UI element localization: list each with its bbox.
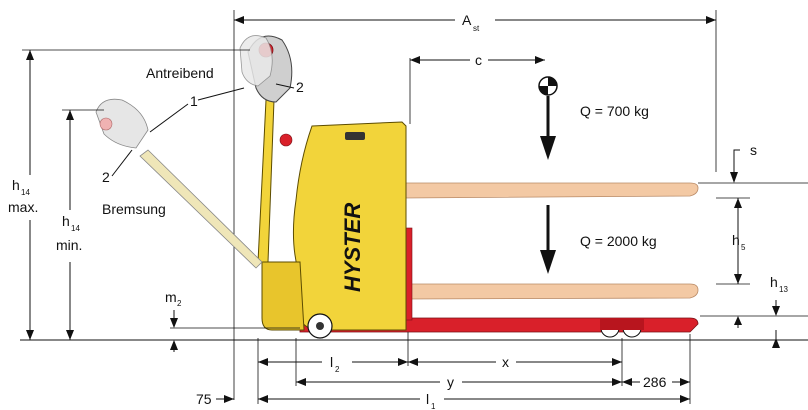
l1-label: l: [426, 391, 429, 407]
x-arrow-right: [612, 358, 622, 366]
m2-sub: 2: [177, 299, 182, 308]
h13-label: h: [770, 274, 778, 290]
a-st-label: A: [462, 12, 472, 28]
callout-2-left-leader: [111, 149, 133, 177]
load-wheel-bogie: [600, 318, 644, 330]
y-arrow-left: [296, 378, 306, 386]
h14-min-sub: 14: [71, 224, 80, 233]
l2-sub: 2: [335, 365, 340, 374]
h5-arrow-top: [734, 198, 742, 208]
s-leader: [733, 149, 740, 176]
h13-leader-arrow: [772, 306, 780, 316]
tiller-arm-ghost-low: [139, 149, 263, 269]
tiller-head-ghost-top: [239, 35, 273, 87]
lower-fork: [403, 283, 699, 300]
l1-arrow-right: [680, 395, 690, 403]
ground-ref-arrow: [772, 338, 780, 348]
l2-label: l: [330, 354, 333, 370]
tiller-upright: [257, 99, 275, 263]
callout-2-right-label: 2: [296, 79, 304, 95]
a-st-arrow-left: [234, 16, 244, 24]
l2-arrow-right: [398, 358, 408, 366]
emergency-button-icon: [279, 133, 293, 147]
callout-1-leader-b: [149, 103, 189, 133]
bremsung-label: Bremsung: [102, 201, 166, 217]
callout-2-left-label: 2: [102, 169, 110, 185]
h14-min-suffix: min.: [56, 237, 82, 253]
m2-arrow-bottom: [170, 340, 178, 350]
h5-label: h: [732, 232, 740, 248]
center-of-gravity-icon: [538, 76, 558, 96]
h14-max-arrow-bottom: [26, 330, 34, 340]
load-arrow-bottom-head: [540, 250, 556, 274]
c-arrow-right: [535, 56, 545, 64]
x-label: x: [502, 354, 509, 370]
dim-75-label: 75: [196, 391, 212, 407]
upper-fork: [403, 182, 699, 199]
drive-wheel-hub: [316, 322, 324, 330]
truck-top-handle: [345, 132, 365, 140]
y-label: y: [447, 374, 454, 390]
h5-sub: 5: [741, 243, 746, 252]
dim-286-label: 286: [643, 374, 667, 390]
h5-arrow-bottom: [734, 274, 742, 284]
dim-286-arrow-left: [622, 378, 632, 386]
callout-2-right-leader: [275, 83, 295, 89]
brand-logo-text: HYSTER: [340, 203, 365, 292]
a-st-arrow-right: [706, 16, 716, 24]
h14-max-label: h: [12, 177, 20, 193]
c-arrow-left: [410, 56, 420, 64]
callout-1-leader-a: [197, 87, 245, 101]
h14-max-arrow-top: [26, 50, 34, 60]
dim-286-arrow-right: [680, 378, 690, 386]
h13-arrow: [734, 316, 742, 325]
truck-base-housing: [261, 261, 305, 331]
load-arrow-top-head: [540, 136, 556, 160]
c-label: c: [475, 52, 482, 68]
dim-75-arrow-left: [224, 395, 234, 403]
h14-min-arrow-top: [66, 110, 74, 120]
a-st-sub: st: [473, 24, 480, 33]
m2-label: m: [165, 289, 177, 305]
tiller-head-ghost-low: [95, 98, 149, 149]
s-label: s: [750, 142, 757, 158]
h14-min-arrow-bottom: [66, 330, 74, 340]
x-arrow-left: [408, 358, 418, 366]
y-arrow-right: [612, 378, 622, 386]
s-arrow: [730, 172, 738, 183]
tiller-ghost-button-icon: [99, 117, 113, 131]
m2-arrow-top: [170, 318, 178, 328]
l1-sub: 1: [431, 402, 436, 410]
antreibend-label: Antreibend: [146, 65, 214, 81]
load-bottom-label: Q = 2000 kg: [580, 233, 657, 249]
l2-arrow-left: [258, 358, 268, 366]
h13-sub: 13: [779, 285, 788, 294]
callout-1-label: 1: [190, 93, 198, 109]
h14-max-sub: 14: [21, 188, 30, 197]
load-top-label: Q = 700 kg: [580, 103, 649, 119]
h14-min-label: h: [62, 213, 70, 229]
h14-max-suffix: max.: [8, 199, 38, 215]
